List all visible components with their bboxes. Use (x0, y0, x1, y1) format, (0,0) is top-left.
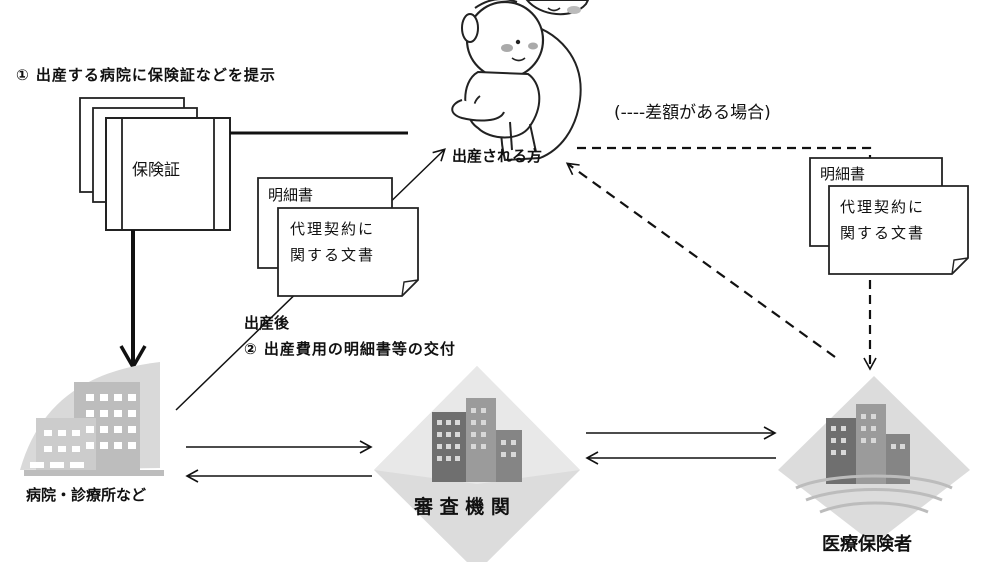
mother-baby-illustration (451, 0, 590, 162)
proxy-contract-line1-left: 代理契約に (290, 220, 376, 238)
insurer-label: 医療保険者 (822, 534, 912, 555)
insurer-building-icon (778, 376, 970, 544)
mother-label: 出産される方 (452, 147, 543, 165)
step1-label: ① 出産する病院に保険証などを提示 (16, 66, 276, 84)
step2-label: ② 出産費用の明細書等の交付 (244, 340, 456, 358)
proxy-contract-doc-left (277, 207, 419, 297)
insurance-card-stack (79, 97, 231, 231)
statement-label-left: 明細書 (268, 186, 314, 204)
hospital-building-icon (20, 362, 164, 476)
after-birth-label: 出産後 (244, 314, 290, 332)
review-agency-label: 審 査 機 関 (414, 496, 510, 518)
insurer-to-mother-arrow (565, 162, 836, 358)
hospital-label: 病院・診療所など (26, 486, 147, 504)
statement-label-right: 明細書 (820, 165, 866, 183)
proxy-contract-line2-left: 関する文書 (290, 246, 376, 264)
review-agency-building-icon (374, 366, 580, 562)
insurance-card-label: 保険証 (132, 160, 181, 179)
difference-note: (----差額がある場合) (614, 103, 771, 123)
proxy-contract-doc-right (828, 185, 969, 275)
proxy-contract-line2-right: 関する文書 (840, 224, 926, 242)
proxy-contract-line1-right: 代理契約に (840, 198, 926, 216)
